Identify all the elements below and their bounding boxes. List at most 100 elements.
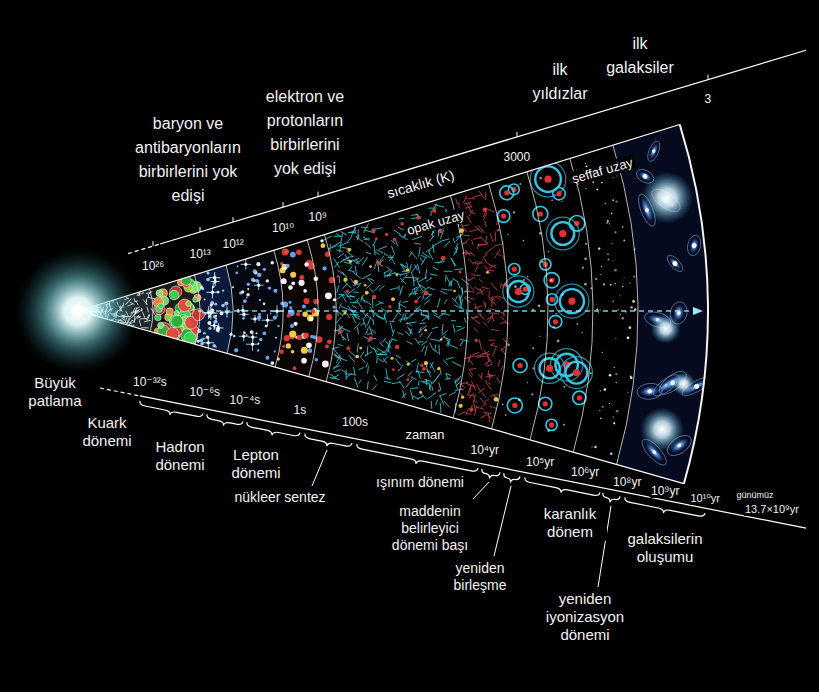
- photon-streak: [444, 360, 448, 366]
- star-dot: [561, 201, 562, 202]
- photon-streak: [464, 318, 466, 323]
- atom-orbit: [573, 391, 586, 404]
- photon-streak: [485, 191, 486, 200]
- star-dot: [614, 231, 616, 233]
- photon-streak: [489, 406, 496, 408]
- nucleus-dot: [469, 407, 473, 411]
- photon-streak: [492, 345, 497, 346]
- star-dot: [614, 283, 615, 284]
- nucleus-dot: [308, 348, 313, 353]
- photon-streak: [411, 377, 417, 380]
- atom-orbit: [539, 397, 552, 410]
- event-note: ilk yıldızlar: [523, 58, 597, 106]
- star-dot: [627, 392, 628, 393]
- photon-streak: [398, 365, 403, 372]
- big-bang-core: [72, 305, 84, 317]
- nucleus-dot: [407, 363, 410, 366]
- era-boundary: [489, 184, 508, 429]
- photon-streak: [349, 355, 355, 362]
- nucleus-dot: [438, 389, 441, 392]
- galaxy-arm: [636, 382, 663, 400]
- time-value: 1s: [292, 403, 309, 417]
- photon-streak: [413, 396, 419, 400]
- photon-streak: [428, 371, 431, 377]
- quark-streak: [139, 320, 141, 327]
- photon-streak: [328, 246, 337, 249]
- star-dot: [600, 310, 601, 311]
- atom-nucleus: [549, 278, 554, 283]
- photon-streak: [456, 326, 461, 327]
- photon-streak: [496, 253, 501, 256]
- nucleus-dot: [375, 237, 378, 240]
- nucleus-dot: [286, 343, 291, 348]
- nucleus-dot: [424, 290, 429, 295]
- lepton-dot: [259, 338, 263, 342]
- photon-streak: [346, 370, 347, 380]
- era-boundary: [451, 196, 468, 418]
- nucleus-dot: [424, 361, 428, 365]
- star-dot: [613, 177, 614, 178]
- lepton-dot: [204, 299, 206, 301]
- nucleus-dot: [461, 396, 464, 399]
- axis-tick: [153, 241, 154, 246]
- temperature-value: 10¹³: [188, 247, 213, 261]
- nucleus-dot: [359, 347, 362, 350]
- photon-streak: [475, 263, 484, 264]
- star-dot: [614, 367, 615, 368]
- photon-streak: [439, 335, 445, 341]
- lepton-dot: [222, 290, 224, 292]
- photon-streak: [400, 286, 403, 293]
- photon-streak: [400, 272, 410, 275]
- galaxy-disc: [647, 142, 660, 161]
- time-value: 10¹⁰yr: [689, 492, 722, 505]
- era-label: maddenin belirleyici dönemi başı: [381, 503, 480, 554]
- photon-streak: [356, 257, 364, 264]
- nucleus-dot: [301, 358, 307, 364]
- star-dot: [633, 276, 635, 278]
- photon-streak: [422, 345, 425, 351]
- event-label: Büyük patlama: [18, 374, 92, 410]
- photon-streak: [341, 294, 346, 302]
- nucleus-dot: [354, 280, 359, 285]
- star-dot: [629, 326, 632, 329]
- temperature-value: 10⁹: [307, 210, 330, 224]
- photon-streak: [480, 398, 486, 405]
- star-dot: [604, 388, 606, 390]
- era-brace: [504, 473, 520, 483]
- atom-orbit: [551, 222, 574, 245]
- photon-streak: [360, 352, 364, 358]
- photon-streak: [446, 373, 452, 376]
- photon-streak: [432, 386, 433, 391]
- nucleus-dot: [440, 338, 443, 341]
- photon-streak: [481, 373, 482, 379]
- photon-streak: [366, 363, 368, 368]
- lepton-dot: [266, 279, 269, 282]
- sparkle: [204, 306, 217, 319]
- galaxy-arm: [686, 234, 703, 257]
- hadron-particle: [171, 315, 183, 327]
- photon-streak: [337, 344, 342, 346]
- star-dot: [523, 279, 525, 281]
- hadron-particle: [178, 299, 191, 312]
- photon-streak: [484, 322, 488, 326]
- lepton-dot: [235, 271, 238, 274]
- photon-streak: [491, 329, 499, 331]
- sparkle-core: [275, 310, 278, 313]
- era-label: Lepton dönemi: [223, 446, 289, 482]
- atom-nucleus: [517, 363, 522, 368]
- star-dot: [598, 248, 600, 250]
- photon-streak: [440, 239, 450, 242]
- photon-streak: [346, 251, 353, 256]
- era-brace: [525, 477, 600, 495]
- atom-orbit: [530, 161, 566, 197]
- lepton-dot: [247, 283, 250, 286]
- star-dot: [553, 326, 555, 328]
- lepton-dot: [263, 303, 266, 306]
- lepton-dot: [247, 288, 249, 290]
- photon-streak: [444, 401, 450, 408]
- photon-streak: [468, 258, 474, 264]
- era-label: galaksilerin oluşumu: [618, 530, 712, 566]
- photon-streak: [349, 295, 354, 297]
- lepton-dot: [257, 273, 261, 277]
- photon-streak: [440, 403, 442, 413]
